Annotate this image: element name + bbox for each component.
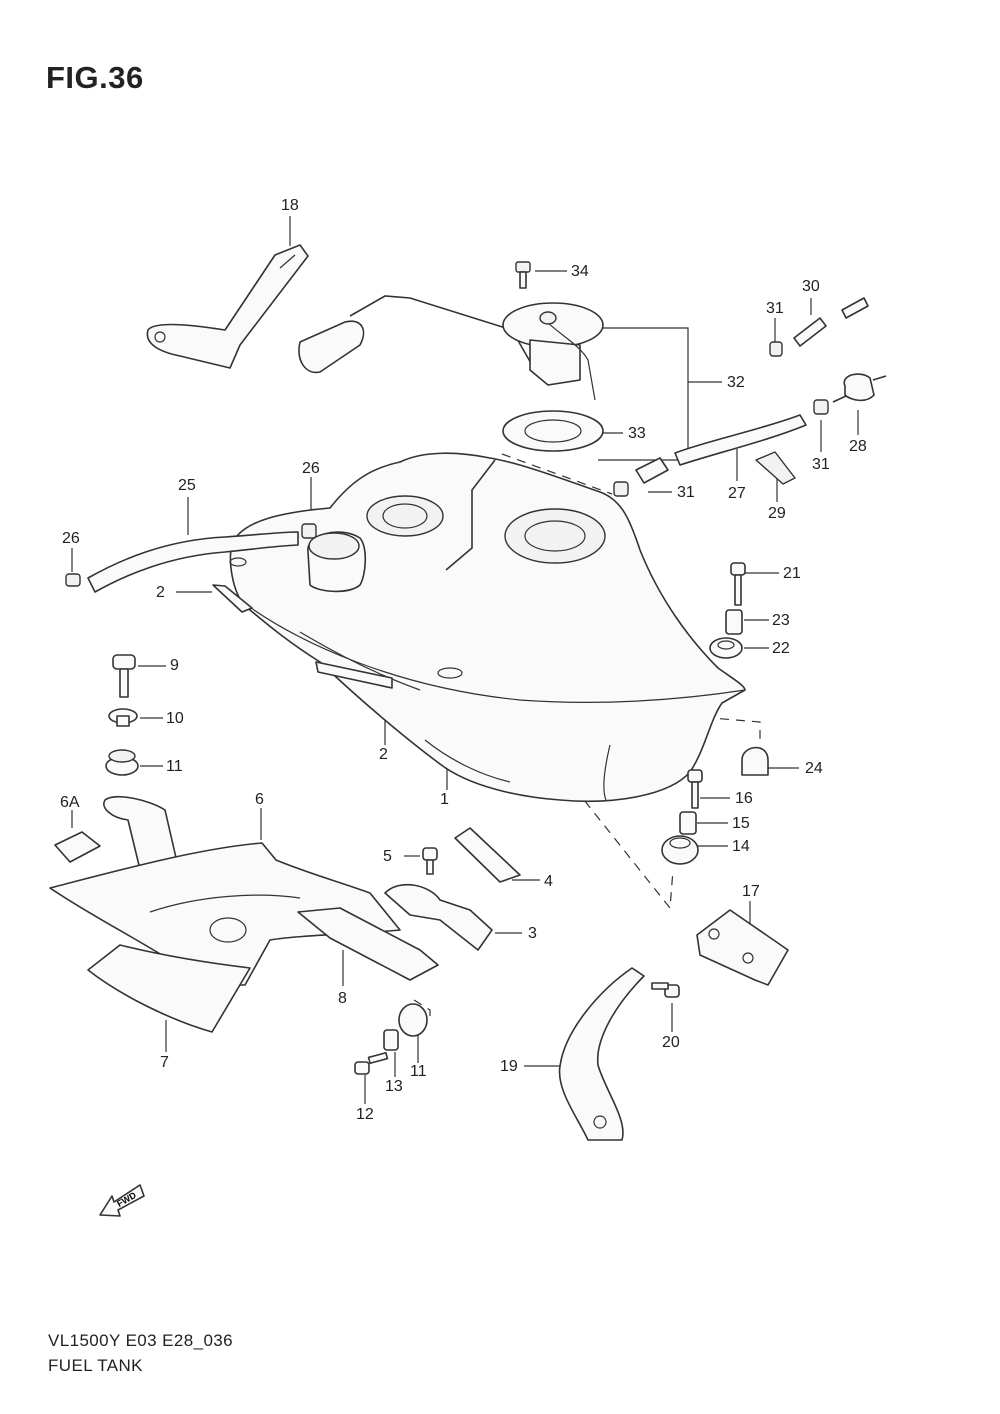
callout-19: 19 [500,1058,518,1075]
callout-23: 23 [772,612,790,629]
callout-6: 6 [255,791,264,808]
callout-9: 9 [170,657,179,674]
callout-25: 25 [178,477,196,494]
callout-34: 34 [571,263,589,280]
model-code: VL1500Y E03 E28_036 [48,1331,234,1350]
fuel-tank [229,452,746,803]
mounting-hardware-rear [661,746,769,865]
callout-6a: 6A [60,794,80,811]
callout-28: 28 [849,438,867,455]
bracket-set-3-4-5 [384,827,521,951]
mounting-hardware-lower [354,1003,428,1075]
callout-4: 4 [544,873,553,890]
callout-33: 33 [628,425,646,442]
callout-22: 22 [772,640,790,657]
callout-1: 1 [440,791,449,808]
callout-27: 27 [728,485,746,502]
callout-3: 3 [528,925,537,942]
callout-11: 11 [166,758,183,775]
callout-26: 26 [302,460,320,477]
heat-shield-6 [49,796,401,986]
callout-2: 2 [156,584,165,601]
callout-31: 31 [677,484,695,501]
hose-25 [65,523,317,593]
callout-14: 14 [732,838,750,855]
callout-20: 20 [662,1034,680,1051]
leader-lines [71,216,859,1104]
callout-31: 31 [812,456,830,473]
callout-5: 5 [383,848,392,865]
callout-8: 8 [338,990,347,1007]
callout-17: 17 [742,883,760,900]
assembly-name: FUEL TANK [48,1356,143,1375]
cushion-strips [212,584,393,689]
callout-29: 29 [768,505,786,522]
callout-21: 21 [783,565,801,582]
callout-10: 10 [166,710,184,727]
bracket-18 [146,244,309,369]
mounting-hardware-left [105,654,139,776]
sender-gasket [502,410,604,452]
bracket-17 [696,909,789,986]
bolt-34 [515,261,531,289]
callout-24: 24 [805,760,823,777]
callout-7: 7 [160,1054,169,1071]
mounting-hardware-front [709,562,746,659]
callout-2: 2 [379,746,388,763]
callout-26: 26 [62,530,80,547]
vent-hoses [613,297,887,497]
callout-15: 15 [732,815,750,832]
bracket-19 [558,967,680,1141]
callout-12: 12 [356,1106,374,1123]
callout-18: 18 [281,197,299,214]
callout-16: 16 [735,790,753,807]
fwd-arrow-icon: FWD [99,1184,145,1217]
plate-7 [87,944,251,1033]
callout-31: 31 [766,300,784,317]
fuel-sender-unit [298,295,604,401]
callout-13: 13 [385,1078,403,1095]
callout-30: 30 [802,278,820,295]
callout-11: 11 [410,1063,427,1080]
callout-32: 32 [727,374,745,391]
figure-title: FIG.36 [46,60,144,95]
bracket-8 [297,907,439,981]
pad-6a [54,831,101,863]
